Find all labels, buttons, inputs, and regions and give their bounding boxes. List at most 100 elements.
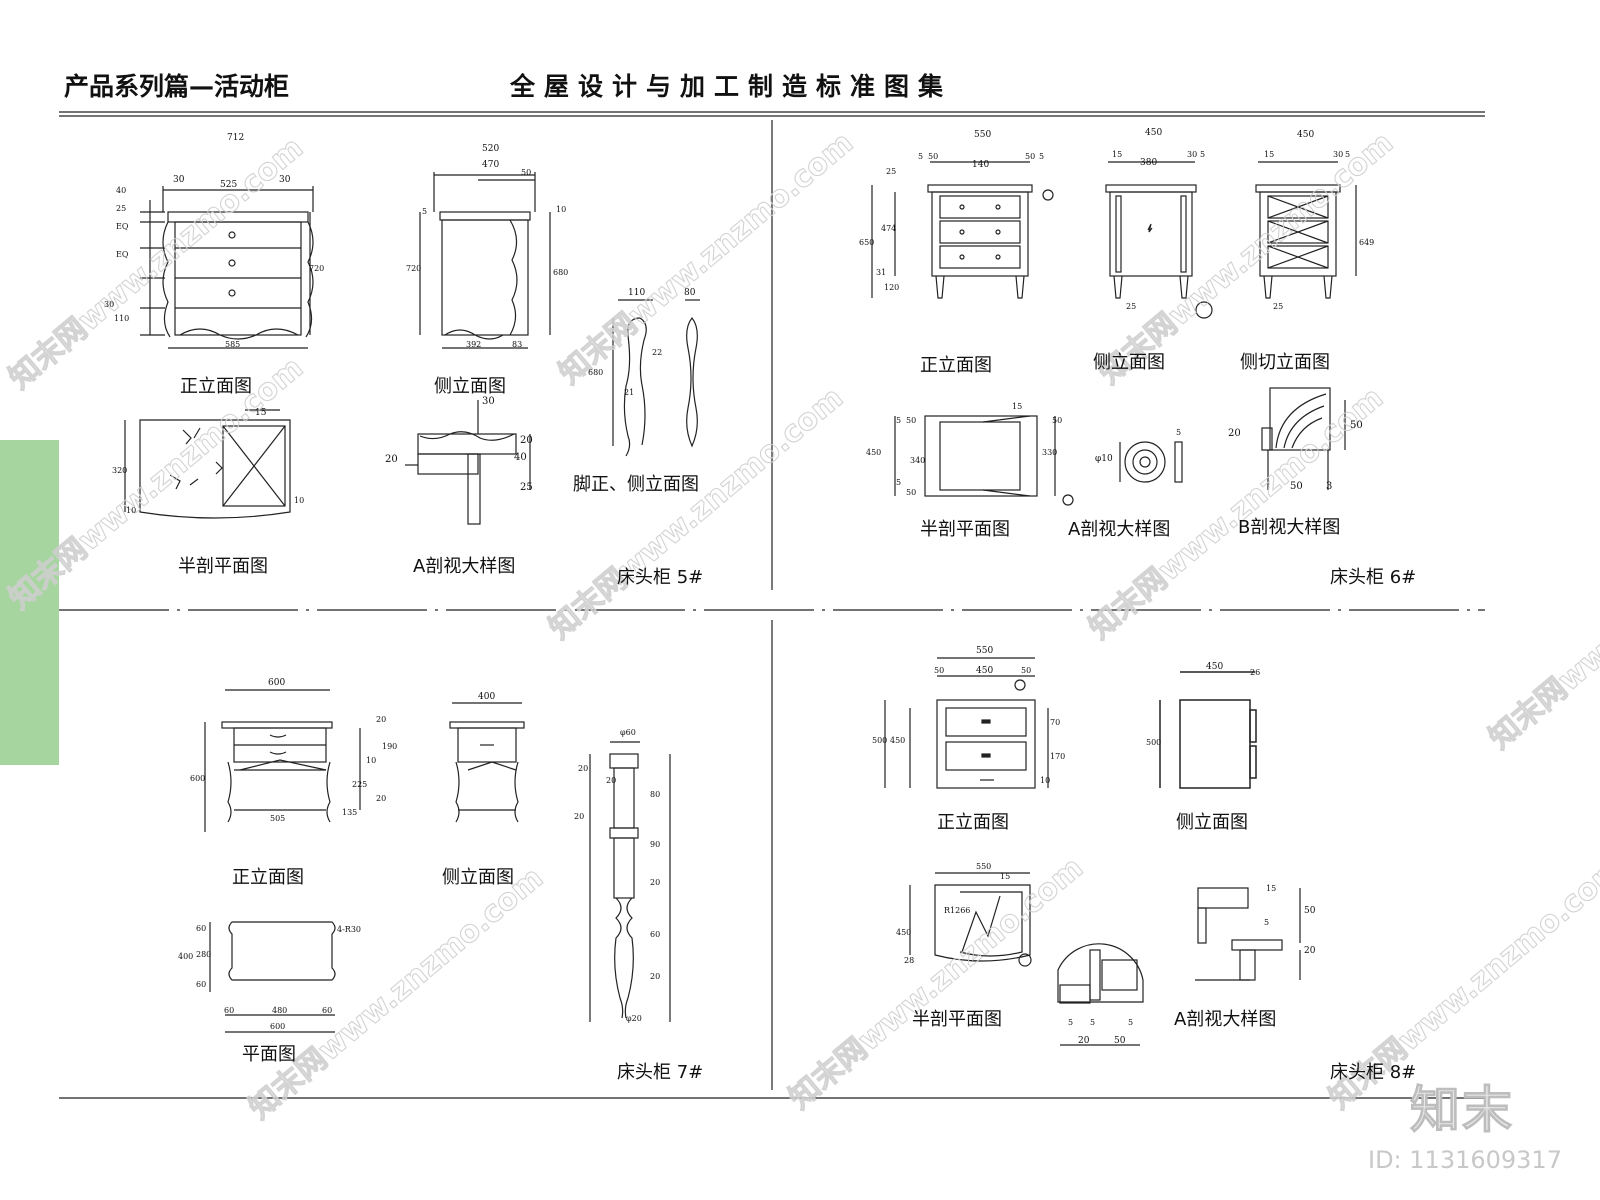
q6-label-front: 正立面图 [920, 355, 992, 376]
q8-label-side: 侧立面图 [1176, 812, 1248, 833]
dim: 5 [1264, 918, 1270, 927]
dim: 450 [1145, 128, 1163, 138]
dim: 50 [1290, 481, 1303, 492]
dim: 60 [196, 980, 207, 989]
q7-label-front: 正立面图 [232, 867, 304, 888]
dim: 505 [270, 814, 286, 823]
dim: 50 [1021, 666, 1032, 675]
dim: 5 [1128, 1018, 1134, 1027]
dim: 50 [906, 488, 917, 497]
dim: 280 [196, 950, 212, 959]
dim: 110 [628, 288, 646, 298]
dim: 649 [1359, 238, 1375, 247]
q5-section-a [405, 400, 531, 525]
dim: R1266 [944, 906, 971, 915]
dim: 50 [1114, 1036, 1126, 1046]
dim: 83 [512, 340, 523, 349]
q8-label-half-plan: 半剖平面图 [912, 1009, 1002, 1030]
dim: 10 [1040, 776, 1051, 785]
dim: φ10 [1095, 454, 1113, 464]
dim: 50 [1350, 420, 1363, 431]
dim: 15 [1266, 884, 1277, 893]
dim: 50 [1052, 416, 1063, 425]
dim: 20 [520, 435, 533, 446]
dim: 5 [1200, 150, 1206, 159]
dim: 60 [322, 1006, 333, 1015]
dim: 5 [1345, 150, 1351, 159]
dim: 550 [974, 130, 992, 140]
dim: 5 [1039, 152, 1045, 161]
dim: 680 [553, 268, 569, 277]
q5-side-elevation [419, 172, 551, 349]
dim: 500 [872, 736, 888, 745]
dim: 50 [521, 168, 532, 177]
dim: 30 [173, 175, 185, 185]
dim: 450 [866, 448, 882, 457]
q5-leg-detail [612, 299, 700, 457]
dim: 585 [225, 340, 241, 349]
dim: 450 [1206, 662, 1224, 672]
q5-half-plan [124, 409, 291, 519]
dim: 20 [1228, 428, 1241, 439]
dim: 21 [624, 388, 635, 397]
dim: 140 [972, 160, 990, 170]
atlas-title: 全屋设计与加工制造标准图集 [510, 72, 953, 101]
dim: 28 [904, 956, 915, 965]
dim: 680 [588, 368, 604, 377]
dim: 90 [650, 840, 661, 849]
dim: 135 [342, 808, 358, 817]
dim: 25 [1126, 302, 1137, 311]
q5-title: 床头柜 5# [617, 567, 704, 588]
dim: 550 [976, 862, 992, 871]
q7-side-elevation [449, 702, 525, 823]
watermark-layer: 知末网www.znzmo.com 知末网www.znzmo.com 知末网www… [2, 125, 1600, 1127]
watermark-text-10: 知末网www.znzmo.com [1483, 490, 1600, 756]
q8-label-section-a: A剖视大样图 [1174, 1009, 1277, 1030]
dim: 40 [514, 452, 527, 463]
dim: 20 [606, 776, 617, 785]
watermark-text-8: 知末网www.znzmo.com [783, 850, 1090, 1116]
dim: 30 [482, 396, 495, 407]
q6-side-section [1255, 161, 1357, 299]
dim: 600 [268, 678, 286, 688]
dim: 600 [270, 1022, 286, 1031]
dim: 20 [385, 454, 398, 465]
q7-front-elevation [204, 689, 361, 832]
dim: 26 [1250, 668, 1261, 677]
dim: 720 [309, 264, 325, 273]
dim: 20 [1304, 946, 1316, 956]
dim: 10 [294, 496, 305, 505]
dim: 25 [886, 167, 897, 176]
q6-section-b [1261, 387, 1346, 490]
dim: 520 [482, 144, 500, 154]
dim: 190 [382, 742, 398, 751]
series-title: 产品系列篇—活动柜 [64, 72, 290, 101]
q8-front-elevation [884, 657, 1049, 789]
dim: 60 [224, 1006, 235, 1015]
dim: 5 [1176, 428, 1182, 437]
dim: EQ [116, 250, 129, 259]
q5-label-half-plan: 半剖平面图 [178, 556, 268, 577]
dim: 392 [466, 340, 482, 349]
dim: 550 [976, 646, 994, 656]
dim: 25 [520, 482, 533, 493]
dim: 15 [1000, 872, 1011, 881]
brand-watermark: 知末 [1410, 1081, 1514, 1140]
dim: 450 [1297, 130, 1315, 140]
dim: 40 [116, 186, 127, 195]
dim: 500 [1146, 738, 1162, 747]
sheet-frame [59, 111, 1485, 1099]
dim: 525 [220, 180, 238, 190]
dim: 60 [196, 924, 207, 933]
q8-half-plan [909, 872, 1032, 967]
dim: 5 [918, 152, 924, 161]
watermark-text-6: 知末网www.znzmo.com [1083, 380, 1390, 646]
q8-title: 床头柜 8# [1330, 1062, 1417, 1083]
dim: 20 [650, 972, 661, 981]
dim: 400 [478, 692, 496, 702]
q6-label-section-a: A剖视大样图 [1068, 519, 1171, 540]
dim: 15 [1012, 402, 1023, 411]
dim: 15 [1264, 150, 1275, 159]
q6-title: 床头柜 6# [1330, 567, 1417, 588]
